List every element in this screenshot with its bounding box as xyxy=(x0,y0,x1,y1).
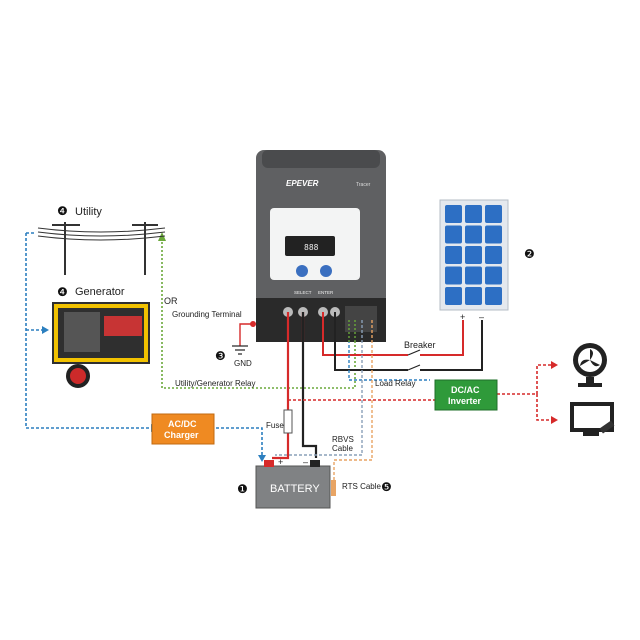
pv-cell xyxy=(485,246,502,264)
charger-out-wire xyxy=(216,427,263,455)
marker-2: ❷ xyxy=(524,247,535,261)
pv-cell xyxy=(445,205,462,223)
enter-button[interactable] xyxy=(320,265,332,277)
battery-label: BATTERY xyxy=(270,483,320,495)
charger-label-1: AC/DC xyxy=(168,419,197,429)
select-label: SELECT xyxy=(294,290,312,295)
inverter-box xyxy=(434,379,498,411)
lcd-screen xyxy=(285,236,335,256)
fan-icon xyxy=(573,343,607,387)
marker-5: ❺ xyxy=(381,480,392,494)
rts-cable xyxy=(333,305,373,496)
breaker-switch xyxy=(407,349,421,371)
pv-minus-label: – xyxy=(479,312,484,322)
battery-plus-label: + xyxy=(278,457,283,467)
pv-cell xyxy=(465,287,482,305)
ac-input-wire xyxy=(25,233,150,429)
fuse xyxy=(283,409,293,434)
lcd-readout: 888 xyxy=(304,243,319,252)
pv-cell xyxy=(445,287,462,305)
pv-cell xyxy=(485,287,502,305)
pv-cell xyxy=(485,266,502,285)
grounding-label: Grounding Terminal xyxy=(172,310,242,319)
grounding-terminal xyxy=(250,321,256,327)
pv-cell xyxy=(465,225,482,244)
battery xyxy=(255,460,331,509)
rbvs-cable xyxy=(275,305,363,456)
breaker-label: Breaker xyxy=(404,340,436,350)
marker-4-utility: ❹ xyxy=(57,204,68,218)
marker-3: ❸ xyxy=(215,349,226,363)
battery-negative-wire xyxy=(301,305,318,458)
ground-symbol xyxy=(232,345,248,355)
tv-icon xyxy=(570,402,615,436)
utility-relay-wire xyxy=(161,240,356,389)
inverter-output-wire xyxy=(497,364,551,421)
pv-cell xyxy=(465,205,482,223)
generator-label: Generator xyxy=(75,286,125,298)
solar-panel xyxy=(439,199,509,311)
model-name: Tracer xyxy=(356,182,371,188)
enter-label: ENTER xyxy=(318,290,334,295)
pv-cell xyxy=(445,266,462,285)
arrow-right xyxy=(551,361,558,369)
load-relay-label: Load Relay xyxy=(375,379,415,388)
ground-wire xyxy=(239,323,253,346)
marker-4-generator: ❹ xyxy=(57,285,68,299)
arrow-right xyxy=(42,326,49,334)
pv-cell xyxy=(485,205,502,223)
generator xyxy=(52,302,150,388)
marker-1: ❶ xyxy=(237,482,248,496)
utility-relay-label: Utility/Generator Relay xyxy=(175,379,255,388)
pv-cell xyxy=(485,225,502,244)
fuse-label: Fuse xyxy=(266,421,284,430)
inverter-label-1: DC/AC xyxy=(451,385,480,395)
arrow-right xyxy=(551,416,558,424)
charger-box xyxy=(151,413,215,445)
pv-plus-label: + xyxy=(460,312,465,322)
pv-cell xyxy=(465,246,482,264)
charge-controller: EPEVER Tracer 888 SELECT ENTER xyxy=(250,150,386,342)
pv-cell xyxy=(465,266,482,285)
inverter-label-2: Inverter xyxy=(448,396,482,406)
or-label: OR xyxy=(164,296,178,306)
battery-minus-label: – xyxy=(303,457,308,467)
comm-ports xyxy=(345,306,377,332)
rts-label: RTS Cable xyxy=(342,482,382,491)
gnd-label: GND xyxy=(234,359,252,368)
pv-cell xyxy=(445,225,462,244)
rbvs-label-2: Cable xyxy=(332,444,353,453)
utility-label: Utility xyxy=(75,206,102,218)
select-button[interactable] xyxy=(296,265,308,277)
charger-label-2: Charger xyxy=(164,430,199,440)
arrow-down xyxy=(258,455,266,462)
rts-sensor xyxy=(331,480,336,496)
pv-cell xyxy=(445,246,462,264)
brand-logo: EPEVER xyxy=(286,179,319,188)
rbvs-label-1: RBVS xyxy=(332,435,354,444)
utility-poles xyxy=(37,222,166,275)
